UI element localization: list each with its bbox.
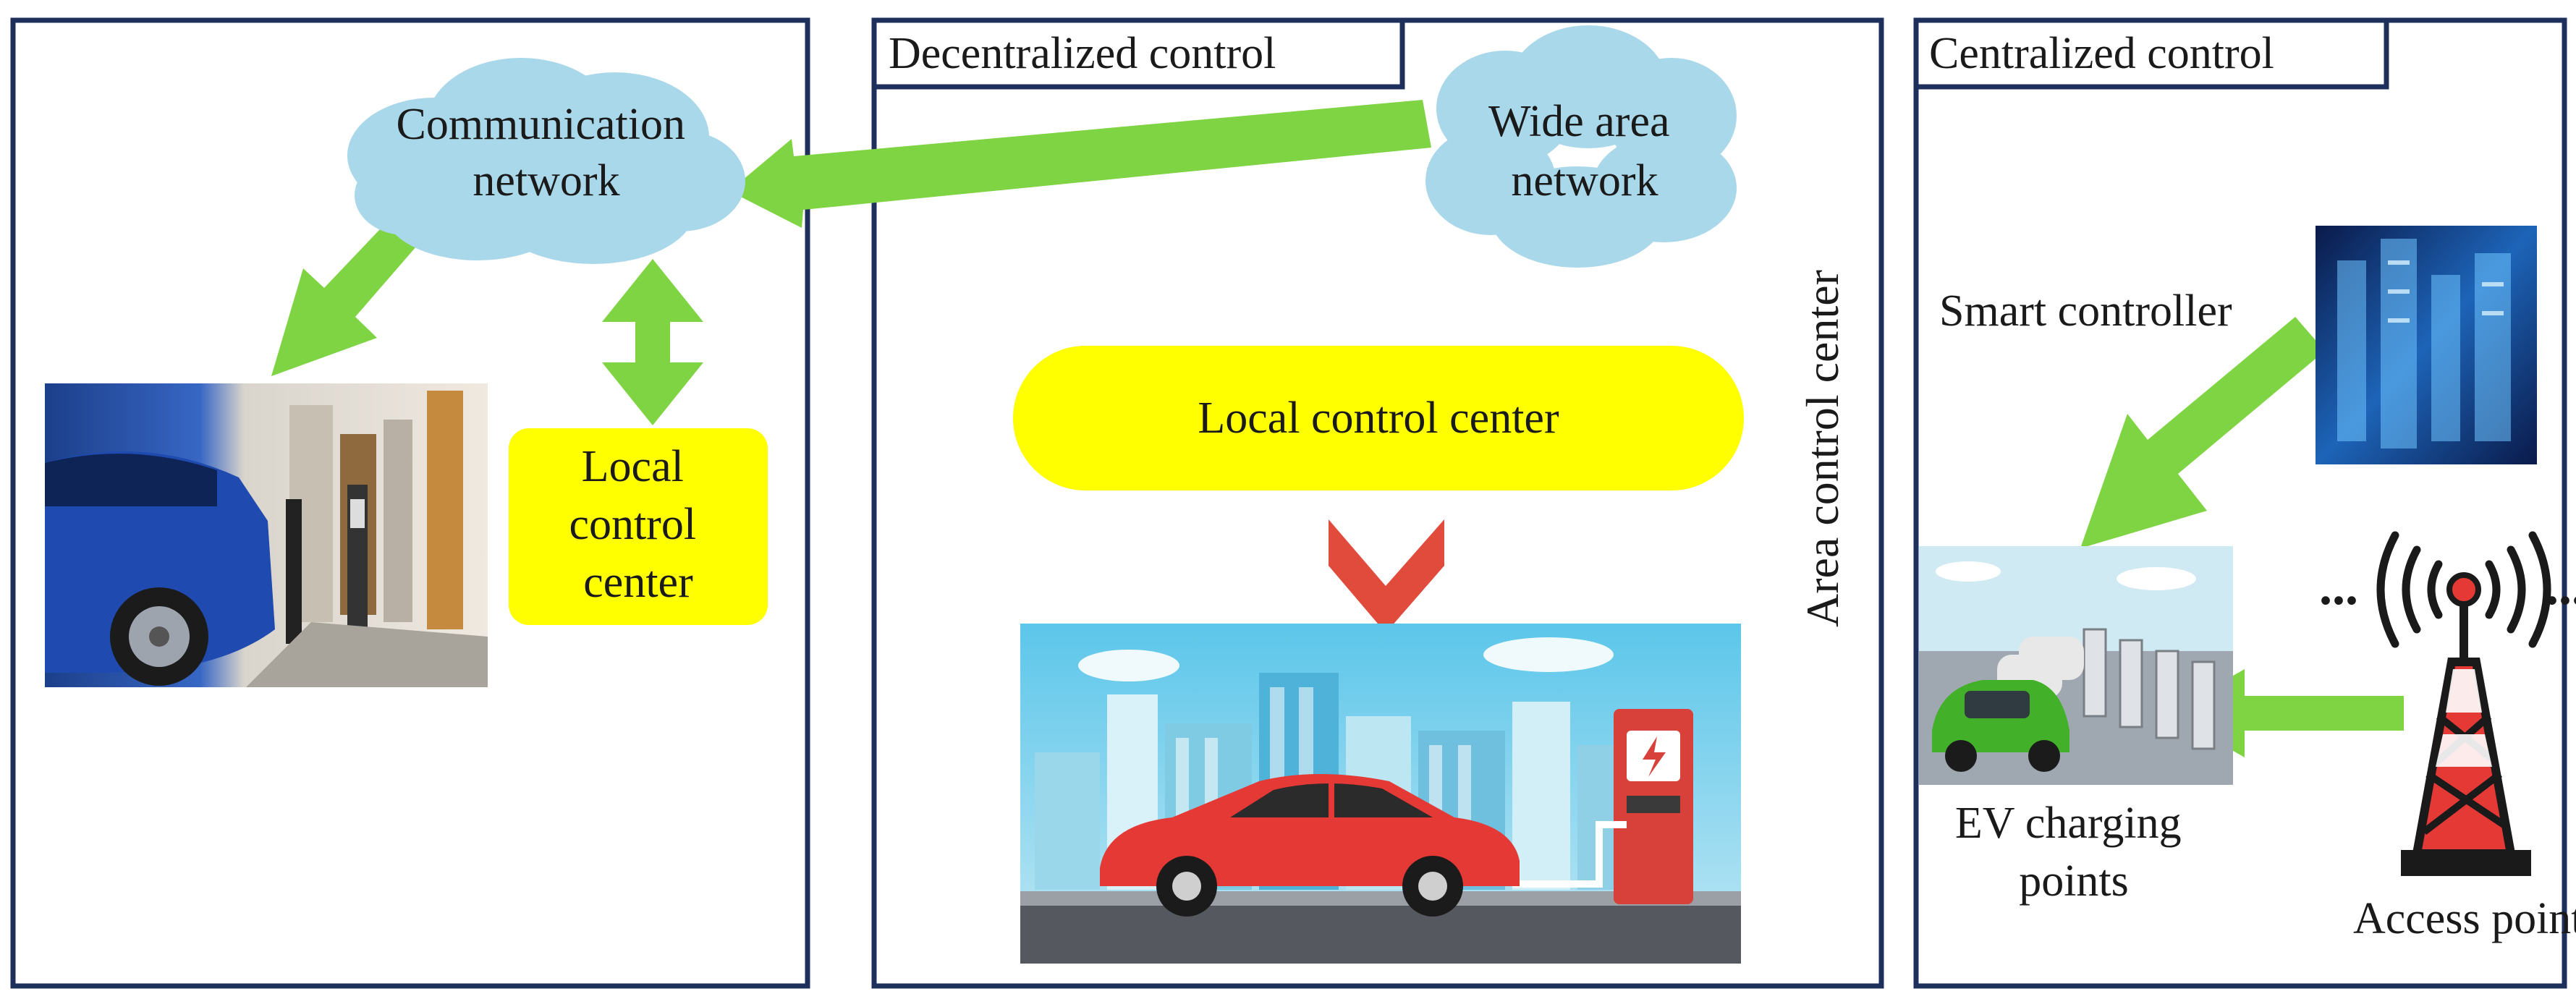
local-control-center-left-box xyxy=(509,428,768,625)
wide-area-network-cloud-icon xyxy=(1425,25,1737,268)
middle-panel-title: Decentralized control xyxy=(889,29,1276,78)
local-control-center-middle-label: Local control center xyxy=(1198,394,1559,443)
city-ev-illustration xyxy=(1020,624,1741,964)
arrow-comm-to-ev xyxy=(271,214,421,376)
right-title-tab xyxy=(1913,17,2389,90)
arrow-comm-local-bidirectional xyxy=(602,259,703,425)
access-point-label: Access point xyxy=(2353,894,2576,943)
smart-controller-label: Smart controller xyxy=(1939,286,2232,336)
access-point-dots-right: ... xyxy=(2546,558,2576,616)
ev-charging-points-label: EV charging points xyxy=(1955,799,2192,906)
area-control-center-label: Area control center xyxy=(1797,270,1848,627)
local-control-center-left-label: Local control center xyxy=(569,442,707,607)
arrow-wan-to-comm xyxy=(729,100,1431,228)
parking-lot-illustration xyxy=(1919,546,2233,785)
server-icon xyxy=(2316,226,2537,464)
arrow-controller-to-charging xyxy=(2080,317,2325,548)
wide-area-network-label: Wide area network xyxy=(1488,97,1681,205)
communication-network-label: Communication network xyxy=(396,100,696,205)
access-point-dots-left: ... xyxy=(2319,558,2358,616)
local-control-center-middle-box xyxy=(1013,346,1744,490)
communication-network-cloud-icon xyxy=(347,58,745,264)
ev-photo xyxy=(45,383,488,687)
middle-title-tab xyxy=(871,17,1405,90)
tower-icon xyxy=(2376,531,2551,876)
red-chevron-down xyxy=(1329,519,1444,633)
right-panel-title: Centralized control xyxy=(1929,29,2274,78)
left-panel xyxy=(10,17,810,989)
